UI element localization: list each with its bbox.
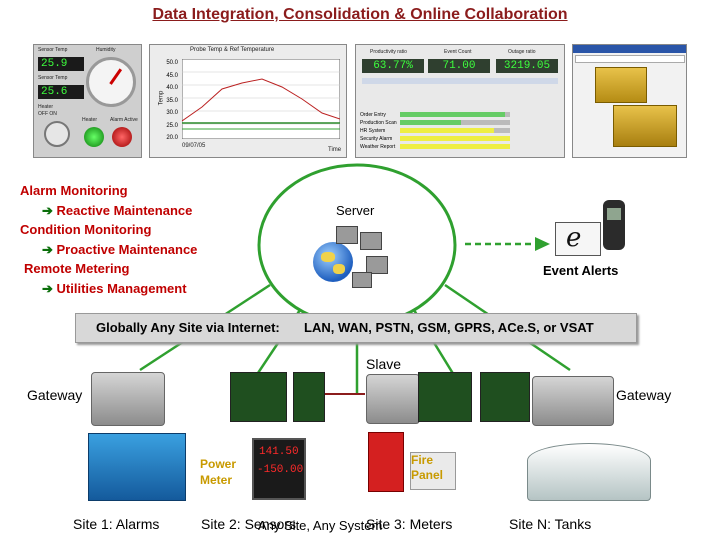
browser-address-bar[interactable] <box>575 55 685 63</box>
utilities-management-text: Utilities Management <box>20 279 260 299</box>
controller-board-4 <box>480 372 530 422</box>
sensor-temp2-label: Sensor Temp <box>38 75 68 81</box>
stat-value-2: 71.00 <box>428 59 490 73</box>
stat-bar-3 <box>400 128 510 133</box>
trend-plot <box>182 59 340 139</box>
sensor-temp-display: 25.9 <box>38 57 84 71</box>
any-site-overlay: Any Site, Any System <box>258 518 383 533</box>
condition-monitoring-text: Condition Monitoring <box>20 222 152 237</box>
site-2-label: Site 2: Sensors <box>201 516 296 532</box>
alarm-monitoring-text: Alarm Monitoring <box>20 183 128 198</box>
stat-bar-4 <box>400 136 510 141</box>
page-title: Data Integration, Consolidation & Online… <box>152 6 568 23</box>
banner-right-text: LAN, WAN, PSTN, GSM, GPRS, ACe.S, or VSA… <box>304 320 594 335</box>
controller-board-3 <box>418 372 472 422</box>
gateway-right-label: Gateway <box>616 387 672 403</box>
generator-icon <box>88 433 186 501</box>
heater2-label: Heater <box>82 117 98 123</box>
trend-x-label: Time <box>328 147 342 153</box>
stats-panel: Productivity ratio Event Count Outage ra… <box>355 44 565 158</box>
generator-image-2 <box>613 105 677 147</box>
stat-header-2: Event Count <box>444 49 472 55</box>
stat-value-3: 3219.05 <box>496 59 558 73</box>
humidity-gauge-icon <box>86 57 136 107</box>
computer-icon <box>336 226 358 244</box>
site-3-label: Site 3: Meters <box>366 516 453 532</box>
slave-device <box>366 374 420 424</box>
fire-panel-device <box>368 432 404 492</box>
sensor-temp-label: Sensor Temp <box>38 47 68 53</box>
alarm-label: Alarm Active <box>110 117 138 123</box>
proactive-maintenance-text: Proactive Maintenance <box>20 240 260 260</box>
gauge-panel: Sensor Temp Humidity 25.9 Sensor Temp 25… <box>33 44 142 158</box>
humidity-label: Humidity <box>96 47 116 53</box>
remote-metering-text: Remote Metering <box>24 261 130 276</box>
globe-icon <box>313 242 353 282</box>
sensor-temp2-display: 25.6 <box>38 85 84 99</box>
computer-icon-2 <box>360 232 382 250</box>
trend-y-ticks: 50.0 45.0 40.0 35.0 30.0 25.0 20.0 <box>166 60 178 141</box>
site-n-label: Site N: Tanks <box>509 516 592 532</box>
rotary-switch-icon[interactable] <box>44 121 70 147</box>
heater-label: Heater <box>38 104 54 110</box>
capabilities-list: Alarm Monitoring Reactive Maintenance Co… <box>20 181 260 298</box>
meter-reading-1: 141.50 <box>259 446 299 458</box>
server-label: Server <box>336 203 375 218</box>
tank-icon <box>527 443 651 501</box>
stat-rows: Order Entry Production Scan HR System Se… <box>360 112 397 150</box>
computer-icon-4 <box>352 272 372 288</box>
stat-bar-2 <box>400 120 510 125</box>
controller-board-2 <box>293 372 325 422</box>
envelope-icon: e <box>555 222 601 256</box>
event-alerts-label: Event Alerts <box>543 263 619 278</box>
fire-panel-label: Fire Panel <box>410 452 456 490</box>
power-meter-display: 141.50 -150.00 <box>252 438 306 500</box>
radio-row <box>362 78 558 84</box>
trend-date: 09/07/05 <box>182 143 206 149</box>
trend-title: Probe Temp & Ref Temperature <box>190 47 275 53</box>
stat-value-1: 63.77% <box>362 59 424 73</box>
stat-bar-1 <box>400 112 510 117</box>
gateway-left-label: Gateway <box>27 387 83 403</box>
gateway-device-right <box>532 376 614 426</box>
trend-panel: Probe Temp & Ref Temperature 50.0 45.0 4… <box>149 44 347 158</box>
browser-window <box>572 44 687 158</box>
mobile-phone-icon <box>603 200 625 250</box>
power-meter-label: Power Meter <box>200 457 237 487</box>
stat-header-3: Outage ratio <box>508 49 536 55</box>
meter-reading-2: -150.00 <box>257 464 304 476</box>
banner-left-text: Globally Any Site via Internet: <box>96 320 280 335</box>
slave-label: Slave <box>366 356 402 372</box>
connectivity-banner: Globally Any Site via Internet: LAN, WAN… <box>75 313 637 343</box>
stat-bar-5 <box>400 144 510 149</box>
site-1-label: Site 1: Alarms <box>73 516 160 532</box>
computer-icon-3 <box>366 256 388 274</box>
browser-titlebar <box>573 45 686 53</box>
controller-board-1 <box>230 372 287 422</box>
reactive-maintenance-text: Reactive Maintenance <box>20 201 260 221</box>
generator-image-1 <box>595 67 647 103</box>
heater-lamp-icon <box>84 127 104 147</box>
off-on-label: OFF ON <box>38 111 57 117</box>
alarm-lamp-icon <box>112 127 132 147</box>
stat-header-1: Productivity ratio <box>370 49 407 55</box>
gateway-device-left <box>91 372 165 426</box>
